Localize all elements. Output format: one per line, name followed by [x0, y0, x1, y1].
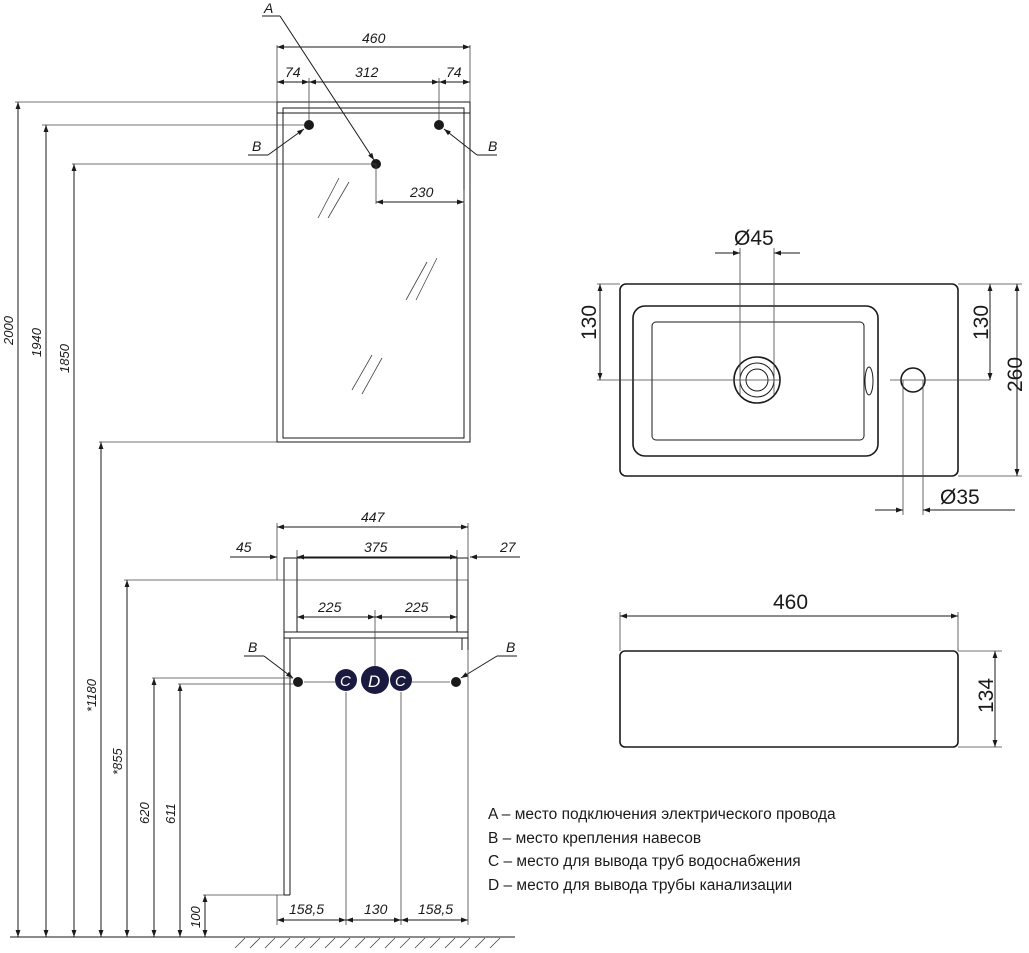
height-dimensions: 2000 1940 1850 *1180 *855 620 611 100 [1, 101, 376, 937]
label-c-right: C [395, 673, 406, 690]
base-bottom-dimensions: 158,5 130 158,5 [277, 901, 468, 923]
dim-230: 230 [409, 184, 434, 200]
base-cabinet-dimensions: 447 45 375 27 225 225 [230, 509, 520, 668]
marker-b-top-right [434, 120, 444, 130]
dim-260: 260 [1004, 357, 1027, 392]
legend-item-b: B – место крепления навесов [488, 830, 701, 847]
dim-74-right: 74 [446, 64, 462, 80]
dim-d35: Ø35 [940, 486, 980, 509]
dim-447: 447 [361, 509, 386, 525]
dim-1940: 1940 [29, 327, 44, 357]
label-b-base-left: B [248, 639, 257, 655]
legend-item-d: D – место для вывода трубы канализации [488, 877, 792, 894]
dim-158-5-left: 158,5 [289, 901, 324, 917]
points-b-c-d: B B C D C [244, 639, 517, 925]
dim-225-right: 225 [404, 599, 429, 615]
dim-d45: Ø45 [734, 227, 774, 250]
points-b-top: B B [248, 120, 497, 156]
dim-2000: 2000 [1, 315, 16, 346]
mirror-cabinet [276, 101, 471, 443]
base-cabinet [283, 557, 469, 896]
marker-b-top-left [304, 120, 314, 130]
sink-top-view: Ø45 Ø35 130 130 260 [578, 227, 1027, 515]
legend: A – место подключения электрического про… [488, 806, 836, 894]
marker-c-left [335, 669, 357, 691]
marker-b-base-left [293, 677, 303, 687]
dim-74-left: 74 [285, 64, 301, 80]
dim-134: 134 [975, 678, 998, 713]
dim-620: 620 [137, 802, 152, 824]
dim-312: 312 [355, 64, 379, 80]
dim-855: *855 [110, 747, 125, 775]
floor-hatch [10, 936, 515, 949]
dim-1180: *1180 [84, 678, 99, 712]
dim-100: 100 [188, 906, 203, 928]
dim-45: 45 [236, 539, 252, 555]
label-b-top-right: B [488, 138, 497, 154]
label-d: D [368, 672, 380, 691]
dim-225-left: 225 [317, 599, 342, 615]
dim-375: 375 [364, 539, 388, 555]
label-a: A [263, 0, 273, 16]
dim-130-bottom: 130 [364, 901, 388, 917]
label-b-base-right: B [506, 639, 515, 655]
dim-27: 27 [499, 539, 517, 555]
dim-1850: 1850 [57, 343, 72, 373]
sink-front-view: 460 134 [619, 591, 1002, 748]
legend-item-c: C – место для вывода труб водоснабжения [488, 853, 801, 870]
dim-460-top: 460 [362, 30, 386, 46]
mirror-glare [317, 177, 438, 395]
dim-611: 611 [163, 803, 178, 824]
cabinet-top-dimensions: 460 74 312 74 [276, 30, 471, 124]
dim-130-left: 130 [578, 305, 601, 340]
legend-item-a: A – место подключения электрического про… [488, 806, 836, 823]
marker-c-right [390, 669, 412, 691]
dim-460-sink: 460 [773, 591, 808, 614]
dim-158-5-right: 158,5 [418, 901, 453, 917]
label-b-top-left: B [252, 138, 261, 154]
marker-b-base-right [451, 677, 461, 687]
dim-130-right: 130 [970, 305, 993, 340]
label-c-left: C [340, 673, 351, 690]
marker-d [361, 666, 389, 694]
